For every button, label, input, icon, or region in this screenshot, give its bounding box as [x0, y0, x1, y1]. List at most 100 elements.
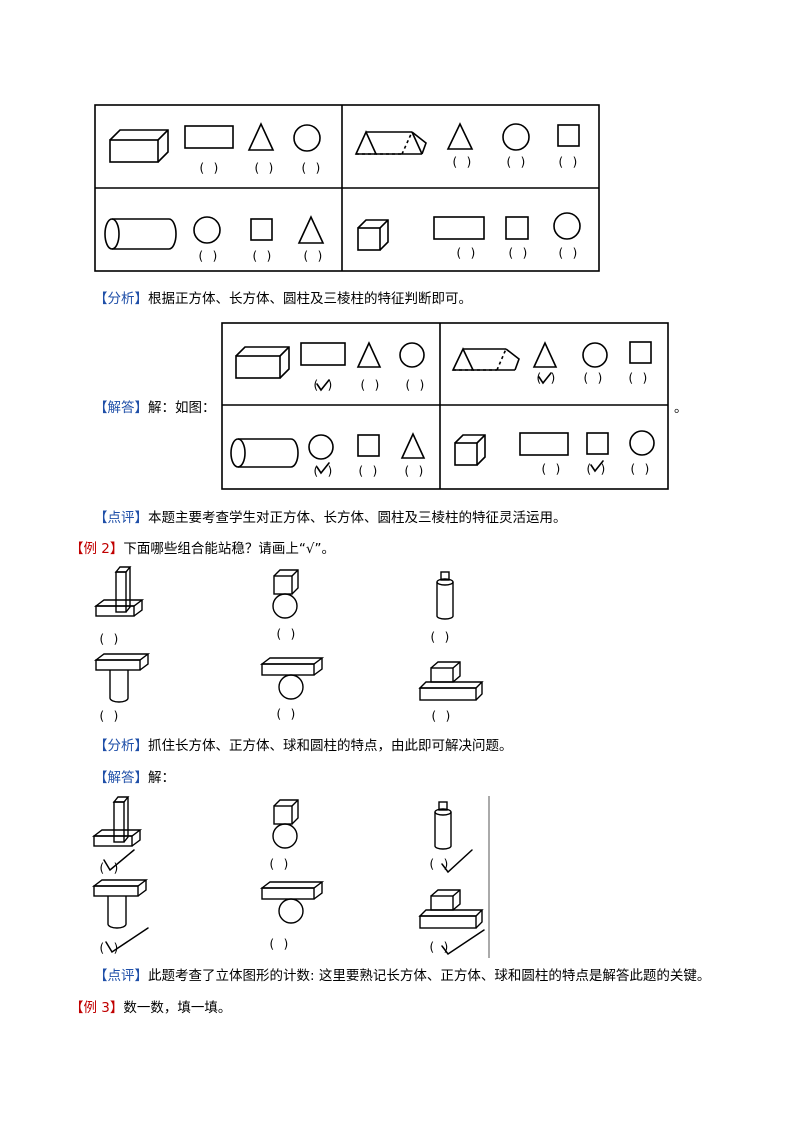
- answer-1: 【解答】解：如图：: [94, 398, 216, 418]
- answer-2: 【解答】解：: [94, 768, 175, 788]
- answer-paren[interactable]: ( ): [403, 464, 425, 478]
- rectangle-face: [184, 125, 234, 149]
- answer-paren[interactable]: ( ): [268, 857, 290, 871]
- answer-paren[interactable]: ( ): [197, 249, 219, 263]
- answer-paren[interactable]: ( ): [98, 632, 120, 646]
- analysis-tag: 【分析】: [94, 291, 148, 307]
- answer-paren[interactable]: ( ): [404, 378, 426, 392]
- answer-paren[interactable]: ( ): [428, 940, 450, 954]
- square-face: [586, 432, 609, 455]
- answer-paren[interactable]: ( ): [582, 371, 604, 385]
- stacking-combinations-answer: [91, 796, 490, 958]
- check-mark: [316, 379, 330, 392]
- triangular-prism-solid: [354, 130, 427, 155]
- triangle-face: [297, 215, 325, 244]
- answer-paren[interactable]: ( ): [629, 462, 651, 476]
- stack-board-on-cylinder: [91, 879, 149, 929]
- answer-paren[interactable]: ( ): [557, 155, 579, 169]
- comment-text: 本题主要考查学生对正方体、长方体、圆柱及三棱柱的特征灵活运用。: [148, 510, 567, 526]
- stack-cube-on-sphere: [272, 799, 299, 849]
- cuboid-solid: [235, 346, 290, 379]
- answer-paren[interactable]: ( ): [359, 378, 381, 392]
- answer-paren[interactable]: ( ): [585, 462, 607, 476]
- rectangle-face: [519, 432, 569, 456]
- stack-board-on-sphere: [259, 657, 325, 700]
- circle-face: [308, 434, 334, 460]
- check-mark: [441, 929, 485, 956]
- answer-paren[interactable]: ( ): [98, 709, 120, 723]
- answer-paren[interactable]: ( ): [430, 709, 452, 723]
- circle-face: [502, 123, 530, 151]
- answer-paren[interactable]: ( ): [312, 464, 334, 478]
- comment-tag: 【点评】: [94, 510, 148, 526]
- answer-paren[interactable]: ( ): [429, 630, 451, 644]
- answer-paren[interactable]: ( ): [275, 627, 297, 641]
- answer-paren[interactable]: ( ): [535, 371, 557, 385]
- square-face: [357, 434, 380, 457]
- stack-cuboid-on-board: [91, 796, 143, 847]
- answer-paren[interactable]: ( ): [357, 464, 379, 478]
- answer-paren[interactable]: ( ): [312, 378, 334, 392]
- analysis-1: 【分析】根据正方体、长方体、圆柱及三棱柱的特征判断即可。: [94, 289, 472, 309]
- circle-face: [293, 124, 321, 152]
- answer-paren[interactable]: ( ): [557, 246, 579, 260]
- square-face: [250, 218, 273, 241]
- check-mark: [103, 849, 135, 872]
- table-border: [221, 322, 669, 490]
- answer-paren[interactable]: ( ): [627, 371, 649, 385]
- example-tag: 【例 2】: [70, 541, 124, 557]
- square-face: [629, 341, 652, 364]
- check-mark: [105, 927, 149, 954]
- check-mark: [316, 462, 330, 475]
- analysis-tag: 【分析】: [94, 738, 148, 754]
- answer-paren[interactable]: ( ): [300, 161, 322, 175]
- answer-text: 解：如图：: [148, 400, 216, 416]
- answer-paren[interactable]: ( ): [275, 707, 297, 721]
- square-face: [505, 216, 529, 240]
- comment-text: 此题考查了立体图形的计数: 这里要熟记长方体、正方体、球和圆柱的特点是解答此题的…: [148, 968, 711, 984]
- rectangle-face: [300, 342, 346, 366]
- answer-paren[interactable]: ( ): [253, 161, 275, 175]
- example-text: 数一数，填一填。: [123, 1000, 232, 1016]
- shape-matching-table: [94, 104, 600, 272]
- analysis-2: 【分析】抓住长方体、正方体、球和圆柱的特点，由此即可解决问题。: [94, 736, 513, 756]
- stack-cuboid-on-board: [93, 566, 145, 617]
- analysis-text: 根据正方体、长方体、圆柱及三棱柱的特征判断即可。: [148, 291, 472, 307]
- check-mark: [590, 460, 604, 473]
- answer-paren[interactable]: ( ): [540, 462, 562, 476]
- example-3-heading: 【例 3】数一数，填一填。: [70, 998, 231, 1018]
- answer-paren[interactable]: ( ): [98, 861, 120, 875]
- circle-face: [629, 430, 655, 456]
- answer-paren[interactable]: ( ): [507, 246, 529, 260]
- example-tag: 【例 3】: [70, 1000, 124, 1016]
- comment-2: 【点评】此题考查了立体图形的计数: 这里要熟记长方体、正方体、球和圆柱的特点是解…: [94, 966, 710, 986]
- answer-paren[interactable]: ( ): [455, 246, 477, 260]
- answer-paren[interactable]: ( ): [198, 161, 220, 175]
- comment-1: 【点评】本题主要考查学生对正方体、长方体、圆柱及三棱柱的特征灵活运用。: [94, 508, 567, 528]
- circle-face: [193, 216, 221, 244]
- sentence-end: 。: [674, 400, 688, 416]
- answer-paren[interactable]: ( ): [451, 155, 473, 169]
- example-2-heading: 【例 2】下面哪些组合能站稳？请画上“√”。: [70, 539, 335, 559]
- answer-text: 解：: [148, 770, 175, 786]
- triangle-face: [446, 122, 474, 150]
- circle-face: [553, 212, 581, 240]
- circle-face: [582, 342, 608, 368]
- answer-paren[interactable]: ( ): [428, 857, 450, 871]
- triangular-prism-solid: [451, 347, 520, 371]
- answer-paren[interactable]: ( ): [302, 249, 324, 263]
- triangle-face: [247, 122, 275, 151]
- answer-paren[interactable]: ( ): [505, 155, 527, 169]
- answer-paren[interactable]: ( ): [268, 937, 290, 951]
- example-text: 下面哪些组合能站稳？请画上“√”。: [123, 541, 335, 557]
- answer-paren[interactable]: ( ): [98, 941, 120, 955]
- stack-board-on-sphere: [259, 881, 325, 924]
- rectangle-face: [433, 216, 485, 240]
- check-mark: [538, 372, 552, 385]
- stack-board-on-cylinder: [93, 653, 151, 703]
- cube-solid: [454, 434, 486, 466]
- answer-tag: 【解答】: [94, 400, 148, 416]
- answer-paren[interactable]: ( ): [251, 249, 273, 263]
- square-face: [557, 124, 580, 147]
- triangle-face: [356, 341, 382, 368]
